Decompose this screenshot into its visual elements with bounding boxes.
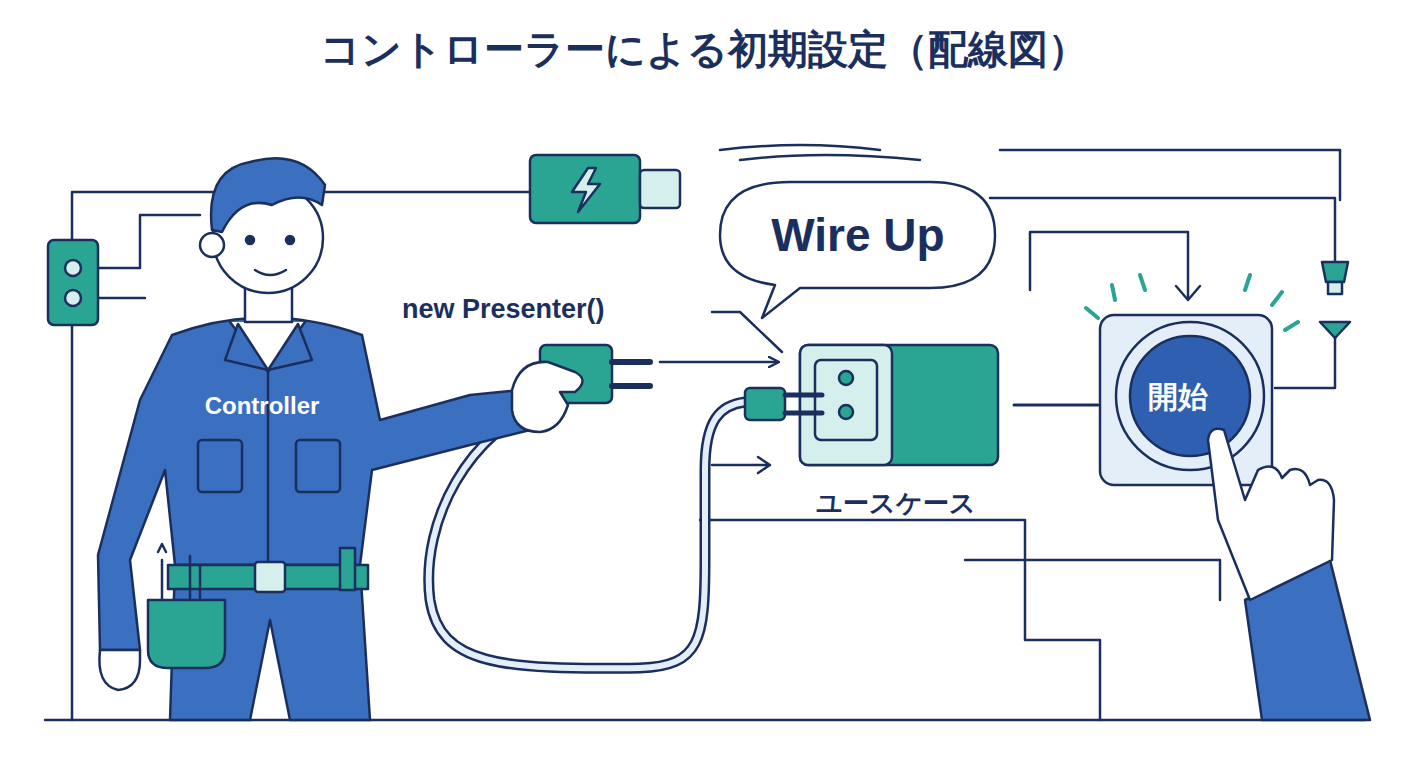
node-text: 開始 [1148,380,1208,415]
wire [1014,404,1098,407]
node-text: ユースケース [816,489,976,519]
presenter-label: new Presenter() [402,294,605,325]
node-text: Controller [147,392,377,420]
usecase-socket: ユースケース [780,335,1012,525]
node-text: Wire Up [771,209,944,262]
speech-bubble: Wire Up [722,184,994,286]
arrow-connector [660,361,778,364]
start-button: 開始 [1100,310,1275,490]
diagram-title: コントローラーによる初期設定（配線図） [0,22,1408,77]
worker-figure: Controller [40,140,658,720]
